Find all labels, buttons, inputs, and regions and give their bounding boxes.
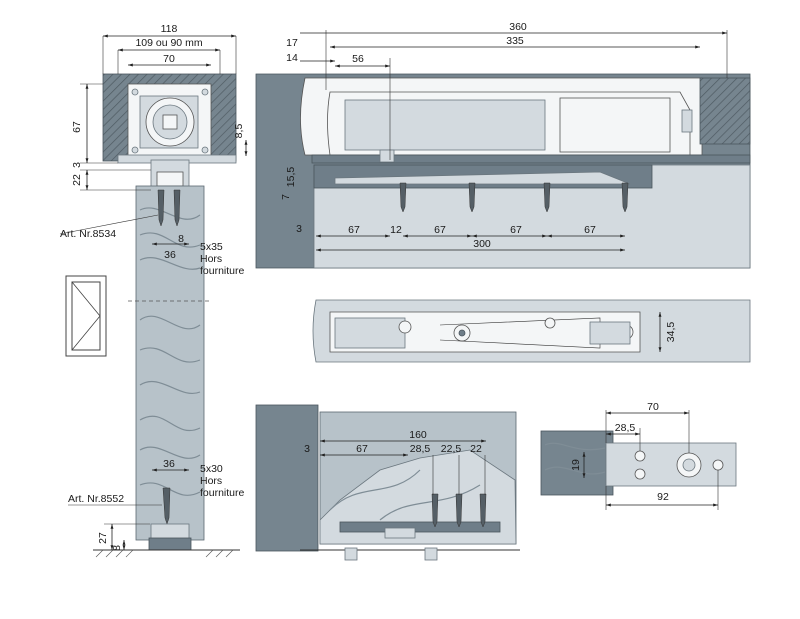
dim-70-plate: 70 <box>647 401 659 413</box>
dim-17: 17 <box>286 37 298 49</box>
label-art-8534: Art. Nr.8534 <box>60 228 116 240</box>
dim-22-5: 22,5 <box>441 443 462 455</box>
dim-34-5: 34,5 <box>665 322 677 343</box>
dim-3-bottom: 3 <box>304 443 310 455</box>
front-view: 118 109 ou 90 mm 70 67 22 3 8,5 36 8 36 … <box>59 23 248 558</box>
dim-3-side: 3 <box>296 223 302 235</box>
dim-109-90: 109 ou 90 mm <box>135 37 202 49</box>
dim-56: 56 <box>352 53 364 65</box>
label-hors-2: Hors <box>200 475 222 487</box>
door-leaf <box>135 185 205 541</box>
side-rail <box>311 154 751 164</box>
dim-67: 67 <box>71 121 83 133</box>
bottom-wall <box>255 404 319 552</box>
label-screw-5x30: 5x30 <box>200 463 223 475</box>
dim-19: 19 <box>570 459 582 471</box>
dim-92: 92 <box>657 491 669 503</box>
dim-8-5: 8,5 <box>233 124 245 139</box>
label-screw-5x35: 5x35 <box>200 241 223 253</box>
dim-70: 70 <box>163 53 175 65</box>
label-fourniture-2: fourniture <box>200 487 245 499</box>
dim-67-d: 67 <box>584 224 596 236</box>
top-screws <box>157 189 181 227</box>
dim-3: 3 <box>71 162 83 168</box>
end-block-hatch <box>699 77 751 145</box>
bottom-screws <box>431 493 487 528</box>
side-view: 360 335 17 14 56 15,5 7 3 67 12 67 67 67… <box>255 21 751 269</box>
plate-view: 70 28,5 19 92 <box>540 401 737 510</box>
dim-22: 22 <box>470 443 482 455</box>
dim-28-5-plate: 28,5 <box>615 422 636 434</box>
label-hors-1: Hors <box>200 253 222 265</box>
door-elevation-icon <box>65 275 107 357</box>
label-fourniture-1: fourniture <box>200 265 245 277</box>
dim-14: 14 <box>286 52 298 64</box>
dim-7: 7 <box>280 194 292 200</box>
dim-top-36: 36 <box>164 249 176 261</box>
dim-12: 12 <box>390 224 402 236</box>
side-screws <box>399 182 629 213</box>
dim-67-a: 67 <box>348 224 360 236</box>
dim-335: 335 <box>506 35 524 47</box>
dim-15-5: 15,5 <box>285 167 297 188</box>
dim-360: 360 <box>509 21 527 33</box>
dim-118: 118 <box>161 23 178 35</box>
dim-160: 160 <box>409 429 427 441</box>
dim-top-8: 8 <box>178 233 184 245</box>
bottom-view: 3 160 67 28,5 22,5 22 <box>255 404 520 561</box>
dim-67-b: 67 <box>434 224 446 236</box>
dim-28-5-bottom: 28,5 <box>410 443 431 455</box>
dim-27: 27 <box>97 532 109 544</box>
plate-wood-block <box>540 430 614 496</box>
top-view: 34,5 <box>312 299 751 363</box>
dim-67-c: 67 <box>510 224 522 236</box>
dim-67-bottom: 67 <box>356 443 368 455</box>
dim-bottom-36: 36 <box>163 458 175 470</box>
dim-300: 300 <box>473 238 491 250</box>
dim-22: 22 <box>71 174 83 186</box>
dim-8: 8 <box>111 545 123 551</box>
label-art-8552: Art. Nr.8552 <box>68 493 124 505</box>
